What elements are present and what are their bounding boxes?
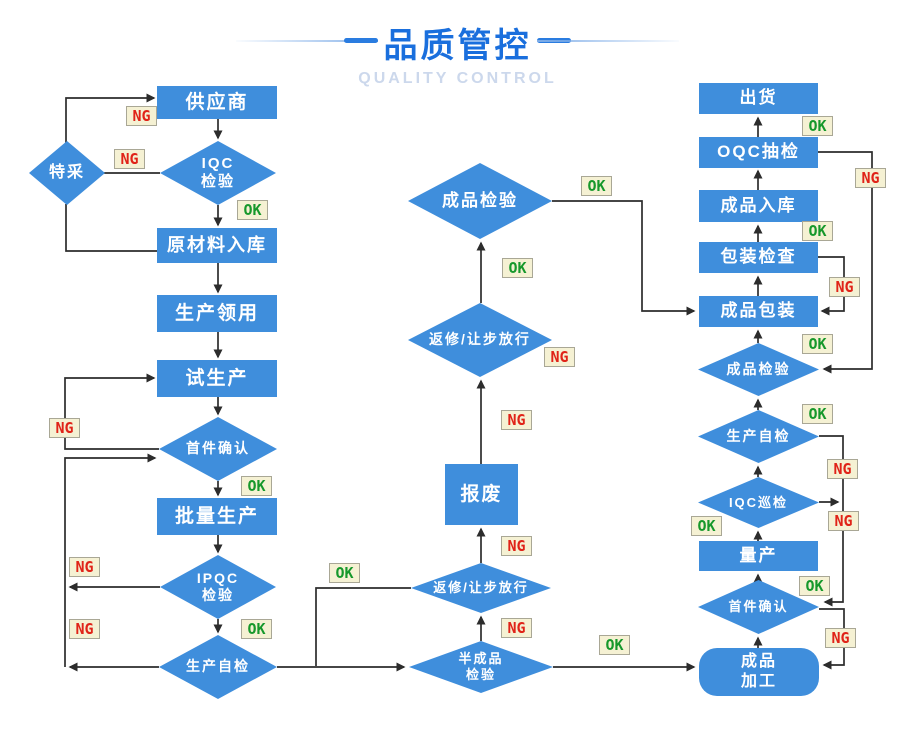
node-packing-check: 包装检查	[699, 242, 818, 273]
ok-label: OK	[691, 516, 722, 536]
ok-label: OK	[237, 200, 268, 220]
node-shipment: 出货	[699, 83, 818, 114]
flow-connector	[552, 200, 696, 316]
ng-label: NG	[827, 459, 858, 479]
node-oqc-sampling: OQC抽检	[699, 137, 818, 168]
flow-connector	[65, 204, 157, 252]
ok-label: OK	[329, 563, 360, 583]
ng-label: NG	[501, 410, 532, 430]
ng-label: NG	[829, 277, 860, 297]
page-subtitle: QUALITY CONTROL	[358, 70, 557, 87]
flow-connector	[65, 93, 156, 144]
page-title: 品质管控	[383, 27, 532, 65]
title-divider-dash-left	[344, 38, 378, 43]
ng-label: NG	[828, 511, 859, 531]
ok-label: OK	[799, 576, 830, 596]
ng-label: NG	[69, 557, 100, 577]
ok-label: OK	[241, 619, 272, 639]
ng-label: NG	[825, 628, 856, 648]
ok-label: OK	[802, 116, 833, 136]
ok-label: OK	[802, 221, 833, 241]
ok-label: OK	[502, 258, 533, 278]
flow-connector	[64, 453, 157, 667]
node-raw-material-storage: 原材料入库	[157, 228, 277, 263]
ok-label: OK	[802, 334, 833, 354]
title-divider-line-left	[236, 40, 378, 42]
node-trial-production: 试生产	[157, 360, 277, 397]
ng-label: NG	[855, 168, 886, 188]
ng-label: NG	[69, 619, 100, 639]
title-divider-line-right	[537, 40, 679, 42]
ng-label: NG	[501, 618, 532, 638]
ok-label: OK	[581, 176, 612, 196]
ng-label: NG	[114, 149, 145, 169]
ng-label: NG	[544, 347, 575, 367]
ng-label: NG	[49, 418, 80, 438]
flow-connector	[64, 373, 159, 450]
flow-connector	[315, 587, 411, 666]
node-scrap: 报废	[445, 464, 518, 525]
node-batch-production: 批量生产	[157, 498, 277, 535]
node-finished-packing: 成品包装	[699, 296, 818, 327]
node-supplier: 供应商	[157, 86, 277, 119]
ng-label: NG	[501, 536, 532, 556]
ok-label: OK	[241, 476, 272, 496]
node-production-requisition: 生产领用	[157, 295, 277, 332]
node-finished-processing: 成品 加工	[699, 648, 819, 696]
ok-label: OK	[802, 404, 833, 424]
node-finished-storage: 成品入库	[699, 190, 818, 222]
ok-label: OK	[599, 635, 630, 655]
flow-connector	[818, 151, 873, 374]
ng-label: NG	[126, 106, 157, 126]
node-mass-production: 量产	[699, 541, 818, 571]
